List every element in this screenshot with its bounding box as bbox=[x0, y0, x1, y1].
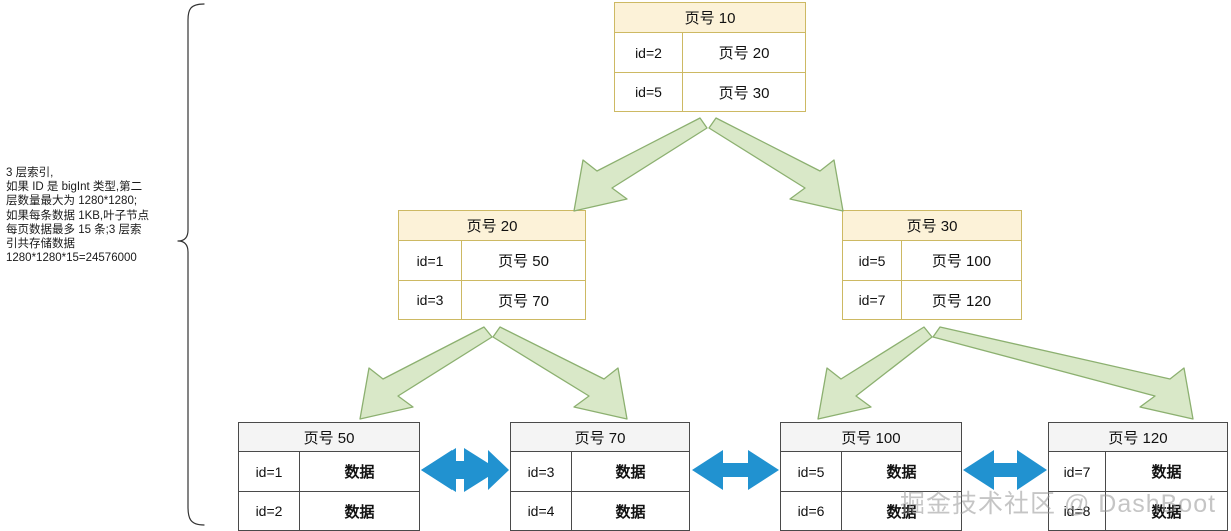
arrow-root-to-page30 bbox=[708, 117, 844, 212]
row-key: id=5 bbox=[781, 452, 842, 491]
node-row[interactable]: id=5 页号 30 bbox=[615, 72, 805, 111]
row-key: id=7 bbox=[843, 280, 902, 319]
node-row[interactable]: id=1 数据 bbox=[239, 452, 419, 491]
node-page-70[interactable]: 页号 70 id=3 数据 id=4 数据 bbox=[510, 422, 690, 531]
row-key: id=2 bbox=[239, 491, 300, 530]
row-key: id=4 bbox=[511, 491, 572, 530]
node-row[interactable]: id=8 数据 bbox=[1049, 491, 1227, 530]
row-key: id=1 bbox=[399, 241, 462, 280]
row-value: 数据 bbox=[1151, 464, 1182, 481]
row-value: 页号 70 bbox=[462, 280, 585, 319]
node-row[interactable]: id=5 页号 100 bbox=[843, 241, 1021, 280]
arrow-page30-to-page100 bbox=[817, 326, 933, 420]
row-value: 数据 bbox=[886, 464, 917, 481]
node-header: 页号 120 bbox=[1049, 423, 1227, 452]
node-header: 页号 50 bbox=[239, 423, 419, 452]
node-header: 页号 20 bbox=[399, 211, 585, 241]
row-value: 数据 bbox=[1106, 491, 1227, 530]
node-row[interactable]: id=2 页号 20 bbox=[615, 33, 805, 72]
node-page-50[interactable]: 页号 50 id=1 数据 id=2 数据 bbox=[238, 422, 420, 531]
row-key: id=1 bbox=[239, 452, 300, 491]
node-row[interactable]: id=2 数据 bbox=[239, 491, 419, 530]
node-header: 页号 100 bbox=[781, 423, 961, 452]
node-row[interactable]: id=3 数据 bbox=[511, 452, 689, 491]
row-key: id=6 bbox=[781, 491, 842, 530]
node-row[interactable]: id=5 数据 bbox=[781, 452, 961, 491]
annotation-text: 3 层索引, 如果 ID 是 bigInt 类型,第二 层数量最大为 1280*… bbox=[6, 167, 150, 265]
row-value: 页号 120 bbox=[902, 280, 1021, 319]
row-key: id=5 bbox=[615, 72, 683, 111]
arrow-root-to-page20 bbox=[573, 117, 708, 212]
row-value: 页号 100 bbox=[931, 253, 992, 270]
left-brace bbox=[168, 2, 208, 529]
node-page-120[interactable]: 页号 120 id=7 数据 id=8 数据 bbox=[1048, 422, 1228, 531]
row-key: id=8 bbox=[1049, 491, 1106, 530]
row-value: 数据 bbox=[572, 491, 689, 530]
watermark-text: 掘金技术社区 @ DashBoot bbox=[900, 490, 1217, 518]
arrow-page30-to-page120 bbox=[932, 326, 1194, 420]
row-key: id=5 bbox=[843, 241, 902, 280]
row-key: id=3 bbox=[399, 280, 462, 319]
row-value: 数据 bbox=[344, 464, 375, 481]
row-value: 页号 20 bbox=[718, 45, 770, 62]
arrow-leaf50-leaf70 bbox=[421, 448, 499, 492]
node-row[interactable]: id=7 数据 bbox=[1049, 452, 1227, 491]
row-key: id=3 bbox=[511, 452, 572, 491]
arrow-page20-to-page70 bbox=[492, 326, 628, 420]
row-value: 页号 30 bbox=[683, 72, 805, 111]
sibling-arrow-70-100 bbox=[692, 450, 779, 490]
node-header: 页号 70 bbox=[511, 423, 689, 452]
node-page-20[interactable]: 页号 20 id=1 页号 50 id=3 页号 70 bbox=[398, 210, 586, 320]
node-row[interactable]: id=1 页号 50 bbox=[399, 241, 585, 280]
node-header: 页号 30 bbox=[843, 211, 1021, 241]
node-page-100[interactable]: 页号 100 id=5 数据 id=6 数据 bbox=[780, 422, 962, 531]
row-value: 数据 bbox=[615, 464, 646, 481]
node-page-10[interactable]: 页号 10 id=2 页号 20 id=5 页号 30 bbox=[614, 2, 806, 112]
row-key: id=7 bbox=[1049, 452, 1106, 491]
node-row[interactable]: id=7 页号 120 bbox=[843, 280, 1021, 319]
node-row[interactable]: id=3 页号 70 bbox=[399, 280, 585, 319]
row-value: 页号 50 bbox=[498, 253, 549, 270]
row-value: 数据 bbox=[842, 491, 961, 530]
row-value: 数据 bbox=[300, 491, 419, 530]
arrow-page20-to-page50 bbox=[359, 326, 493, 420]
row-key: id=2 bbox=[615, 33, 683, 72]
node-row[interactable]: id=4 数据 bbox=[511, 491, 689, 530]
node-row[interactable]: id=6 数据 bbox=[781, 491, 961, 530]
node-header: 页号 10 bbox=[615, 3, 805, 33]
sibling-arrow-50-70 bbox=[421, 450, 509, 490]
node-page-30[interactable]: 页号 30 id=5 页号 100 id=7 页号 120 bbox=[842, 210, 1022, 320]
